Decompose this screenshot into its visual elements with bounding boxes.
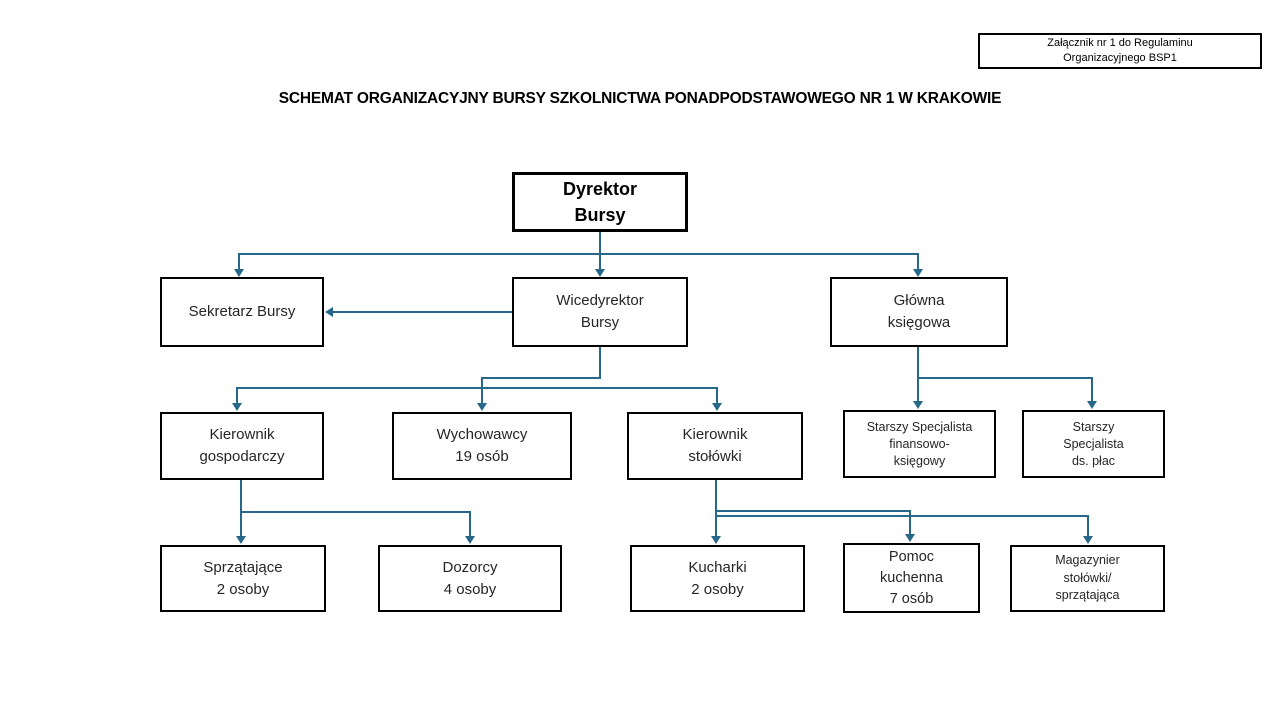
connector-line [1087,515,1089,537]
org-box-wychowawcy: Wychowawcy 19 osób [392,412,572,480]
org-box-wicedyrektor: Wicedyrektor Bursy [512,277,688,347]
connector-line [240,480,242,513]
org-box-line: Starszy Specjalista [866,419,973,434]
org-box-line: kuchenna [880,569,943,586]
connector-line [481,377,601,379]
org-box-line: Magazynier [1055,553,1120,568]
arrowhead-down-icon [913,269,923,277]
org-box-line: Wicedyrektor [556,292,644,309]
org-box-line: Sekretarz Bursy [188,303,296,320]
connector-line [715,480,717,517]
connector-line [238,253,919,255]
org-box-line: 19 osób [455,448,509,465]
org-box-line: stołówki/ [1063,570,1112,585]
arrowhead-down-icon [595,269,605,277]
org-box-sprzatajace: Sprzątające 2 osoby [160,545,326,612]
connector-line [715,510,911,512]
arrowhead-down-icon [905,534,915,542]
org-box-line: Specjalista [1063,436,1124,451]
org-box-line: stołówki [688,448,742,465]
arrowhead-down-icon [465,536,475,544]
org-box-dyrektor: Dyrektor Bursy [512,172,688,232]
attachment-note-line: Załącznik nr 1 do Regulaminu [1047,37,1193,49]
connector-line [917,253,919,270]
org-box-kierownik-stolowki: Kierownik stołówki [627,412,803,480]
connector-line [238,253,240,270]
org-box-kucharki: Kucharki 2 osoby [630,545,805,612]
org-box-line: Dozorcy [442,558,498,576]
connector-line [917,377,919,403]
arrowhead-down-icon [236,536,246,544]
connector-line [481,387,483,404]
org-box-line: Bursy [580,314,620,331]
org-box-line: Bursy [574,205,626,225]
org-box-line: księgowa [887,314,951,331]
arrowhead-down-icon [1087,401,1097,409]
org-box-line: Kierownik [209,426,275,443]
connector-line [236,387,238,404]
org-box-sekretarz: Sekretarz Bursy [160,277,324,347]
org-box-line: sprzątająca [1055,588,1120,603]
connector-line [716,387,718,404]
arrowhead-down-icon [913,401,923,409]
org-box-line: Starszy [1072,419,1115,434]
org-box-line: 7 osób [889,590,934,607]
org-box-line: 2 osoby [216,580,270,598]
connector-line [236,387,718,389]
connector-line [917,347,919,379]
org-box-specjalista-ds-plac: Starszy Specjalista ds. płac [1022,410,1165,478]
connector-line [917,377,1093,379]
org-box-line: Kucharki [688,558,747,576]
org-box-line: Kierownik [682,426,748,443]
connector-line [240,511,471,513]
org-box-pomoc-kuchenna: Pomoc kuchenna 7 osób [843,543,980,613]
org-box-line: finansowo- [889,436,950,451]
org-box-magazynier: Magazynier stołówki/ sprzątająca [1010,545,1165,612]
org-box-specjalista-finansowo-ksiegowy: Starszy Specjalista finansowo- księgowy [843,410,996,478]
attachment-note-box: Załącznik nr 1 do Regulaminu Organizacyj… [978,33,1262,69]
org-box-kierownik-gospodarczy: Kierownik gospodarczy [160,412,324,480]
connector-line [481,377,483,389]
org-box-line: Dyrektor [562,179,638,199]
page-title: SCHEMAT ORGANIZACYJNY BURSY SZKOLNICTWA … [278,90,1002,107]
org-box-line: 4 osoby [443,580,497,598]
connector-line [599,232,601,254]
org-box-line: Sprzątające [203,558,283,576]
org-box-line: 2 osoby [691,580,744,598]
connector-line [715,515,1089,517]
connector-line [333,311,512,313]
connector-line [909,510,911,536]
arrowhead-down-icon [234,269,244,277]
connector-line [599,347,601,379]
org-box-line: gospodarczy [199,448,285,465]
org-box-line: ds. płac [1071,453,1116,468]
arrowhead-left-icon [325,307,333,317]
arrowhead-down-icon [232,403,242,411]
org-box-line: księgowy [893,453,946,468]
arrowhead-down-icon [711,536,721,544]
arrowhead-down-icon [477,403,487,411]
org-box-line: Główna [893,292,945,309]
arrowhead-down-icon [712,403,722,411]
connector-line [599,253,601,270]
connector-line [715,515,717,537]
org-box-line: Wychowawcy [436,426,528,443]
connector-line [240,511,242,538]
arrowhead-down-icon [1083,536,1093,544]
org-box-dozorcy: Dozorcy 4 osoby [378,545,562,612]
attachment-note-line: Organizacyjnego BSP1 [1063,52,1177,64]
connector-line [1091,377,1093,403]
connector-line [469,511,471,538]
org-box-line: Pomoc [888,548,935,565]
org-box-glowna-ksiegowa: Główna księgowa [830,277,1008,347]
